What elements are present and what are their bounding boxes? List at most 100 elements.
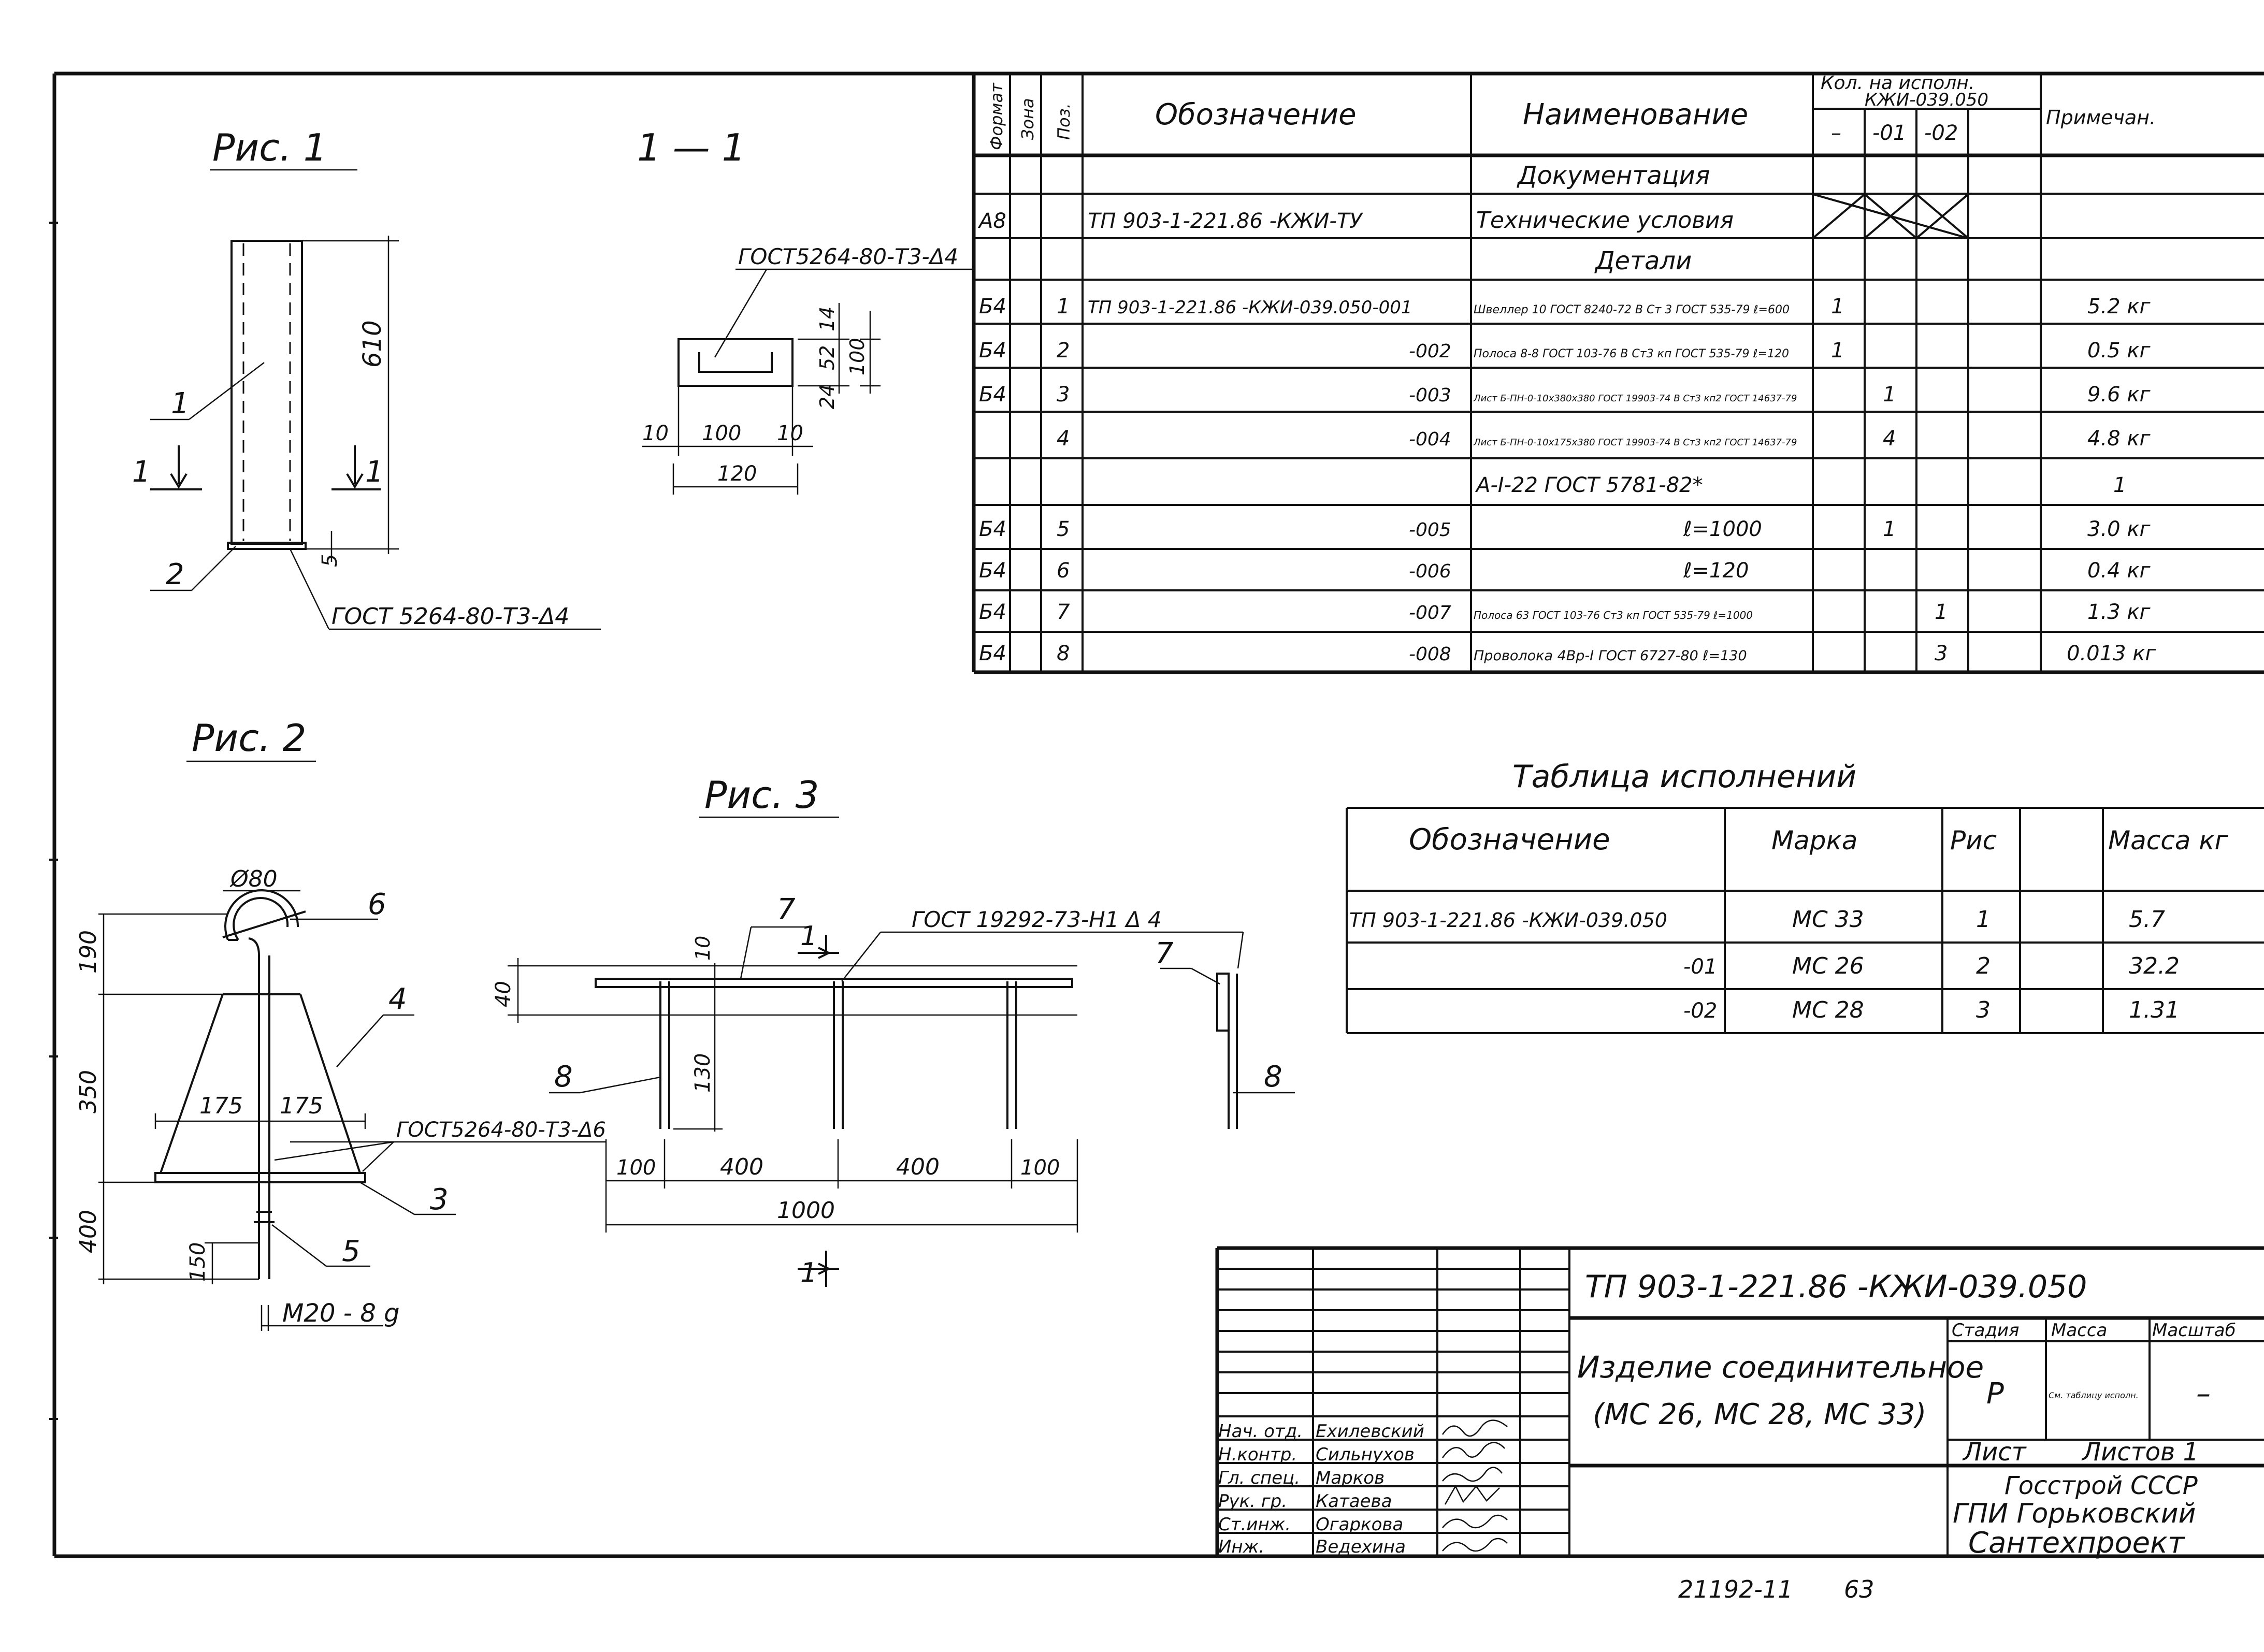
signature-role: Рук. гр. [1218, 1491, 1287, 1512]
archive-number: 21192-11 [1678, 1575, 1793, 1603]
spec-header-zone: Зона [1018, 98, 1037, 140]
spec-row-qty-02: 3 [1935, 642, 1948, 665]
spec-row-name: Полоса 8-8 ГОСТ 103-76 В Ст3 кп ГОСТ 535… [1474, 347, 1789, 360]
signature-name: Сильнухов [1316, 1444, 1415, 1465]
section-title: 1 — 1 [637, 126, 745, 169]
fig1-pos-2: 2 [166, 558, 184, 591]
spec-row-name: А-I-22 ГОСТ 5781-82* [1475, 473, 1703, 497]
fig3-weld-note: ГОСТ 19292-73-Н1 Δ 4 [912, 907, 1162, 932]
fig3-side-pos-8: 8 [1264, 1060, 1282, 1094]
spec-row-pos: 5 [1057, 517, 1070, 541]
fig1-weld-note: ГОСТ 5264-80-Т3-Δ4 [331, 603, 569, 630]
spec-row-format: Б4 [979, 642, 1006, 665]
variants-title: Таблица исполнений [1512, 759, 1856, 795]
fig3-dim-10: 10 [691, 936, 714, 961]
fig3-dim-100-right: 100 [1020, 1156, 1060, 1180]
fig3-pos-8: 8 [554, 1060, 573, 1094]
figure-1: Рис. 1 610 5 1 2 1 1 ГОСТ 5264-80-Т3-Δ4 [132, 126, 601, 630]
fig1-dim-gap: 5 [318, 554, 342, 567]
spec-row: Б4 6 -006 ℓ=120 0.4 кг [979, 559, 2151, 583]
variants-row-designation: -02 [1683, 999, 1717, 1023]
variants-row-fig: 3 [1976, 997, 1991, 1023]
spec-row-format: Б4 [979, 383, 1006, 407]
signature-row: Ст.инж. Огаркова [1218, 1514, 1403, 1535]
spec-row-name: Полоса 63 ГОСТ 103-76 Ст3 кп ГОСТ 535-79… [1474, 609, 1753, 621]
title-stage-label: Стадия [1952, 1320, 2019, 1341]
fig1-dim-height: 610 [358, 320, 387, 368]
spec-header-qty-title: Кол. на исполн. [1821, 73, 1974, 94]
spec-header-pos: Поз. [1054, 103, 1074, 140]
variants-row-mass: 32.2 [2129, 953, 2180, 979]
spec-row-designation: -004 [1409, 429, 1451, 450]
signature-name: Огаркова [1316, 1514, 1403, 1535]
variants-row: -01 МС 26 2 32.2 [1683, 953, 2180, 979]
variants-row-mark: МС 26 [1792, 953, 1864, 979]
spec-row-note: 5.2 кг [2087, 295, 2151, 318]
spec-row-qty-01: 4 [1883, 427, 1896, 451]
spec-row-note: 0.5 кг [2087, 339, 2151, 363]
signature-name: Катаева [1316, 1491, 1392, 1512]
fig2-weld-note: ГОСТ5264-80-Т3-Δ6 [396, 1118, 606, 1142]
spec-row-format: Б4 [979, 559, 1006, 583]
spec-row-designation: -007 [1409, 602, 1451, 624]
variants-header-mass: Масса кг [2108, 825, 2228, 856]
spec-row-name: Технические условия [1476, 207, 1734, 234]
page-number: 63 [1844, 1575, 1874, 1603]
spec-row-name: Лист Б-ПН-0-10х380х380 ГОСТ 19903-74 В С… [1473, 393, 1797, 404]
spec-row-designation: ТП 903-1-221.86 -КЖИ-ТУ [1088, 209, 1363, 233]
fig3-cut-bottom: 1 [800, 1257, 817, 1288]
fig3-title: Рис. 3 [704, 773, 819, 817]
signature-name: Ехилевский [1316, 1421, 1424, 1442]
spec-header-qty-dash: – [1831, 121, 1841, 145]
spec-row-note: 1 [2113, 473, 2126, 497]
title-scale-label: Масштаб [2152, 1320, 2236, 1341]
spec-row-designation: -006 [1409, 561, 1451, 582]
spec-row-note: 1.3 кг [2087, 600, 2151, 624]
title-mass-label: Масса [2051, 1320, 2107, 1341]
fig2-pos-5: 5 [342, 1235, 360, 1268]
spec-row-note: 0.013 кг [2067, 642, 2156, 665]
fig3-cut-top: 1 [800, 921, 817, 952]
spec-row-qty-01: 1 [1883, 383, 1896, 407]
fig3-side-pos-7: 7 [1155, 937, 1174, 970]
fig2-pos-3: 3 [430, 1183, 449, 1216]
spec-header-note: Примечан. [2046, 106, 2156, 129]
title-block: ТП 903-1-221.86 -КЖИ-039.050 Изделие сое… [1215, 1246, 2264, 1560]
signature-row: Нач. отд. Ехилевский [1218, 1421, 1424, 1442]
variants-row-mark: МС 28 [1792, 997, 1864, 1023]
handwritten-signatures [1441, 1419, 1508, 1552]
sheet-footer: 21192-11 63 [1678, 1575, 1874, 1603]
spec-row-note: 9.6 кг [2087, 383, 2151, 407]
spec-row-name: Детали [1594, 247, 1692, 276]
section-dim-24: 24 [816, 384, 839, 409]
signature-row: Инж. Ведехина [1218, 1537, 1406, 1557]
variants-row-mass: 1.31 [2129, 997, 2180, 1023]
signature-role: Гл. спец. [1218, 1468, 1300, 1488]
spec-row-name: ℓ=1000 [1683, 517, 1762, 541]
spec-row: Б4 3 -003 Лист Б-ПН-0-10х380х380 ГОСТ 19… [979, 383, 2151, 407]
spec-row-pos: 3 [1057, 383, 1070, 407]
figure-2: Рис. 2 Ø80 6 4 3 5 190 350 4 [75, 716, 606, 1331]
fig2-thread: М20 - 8 g [282, 1299, 400, 1328]
fig3-dim-1000: 1000 [777, 1197, 835, 1224]
spec-row-note: 3.0 кг [2087, 517, 2151, 541]
fig2-pos-6: 6 [368, 888, 386, 921]
section-dim-100: 100 [702, 422, 741, 445]
spec-row-pos: 6 [1057, 559, 1070, 583]
fig3-pos-7: 7 [777, 893, 796, 926]
fig1-cut-right: 1 [365, 455, 384, 489]
spec-row: 4 -004 Лист Б-ПН-0-10х175х380 ГОСТ 19903… [1057, 427, 2151, 451]
spec-row-qty-base: 1 [1831, 339, 1844, 363]
spec-row-pos: 8 [1057, 642, 1070, 665]
variants-header-fig: Рис [1950, 825, 1997, 856]
variants-row-designation: ТП 903-1-221.86 -КЖИ-039.050 [1349, 909, 1667, 932]
signature-name: Ведехина [1316, 1537, 1406, 1557]
spec-header-name: Наименование [1523, 98, 1748, 132]
variants-row-fig: 1 [1976, 906, 1991, 933]
variants-header-mark: Марка [1771, 825, 1857, 856]
section-dim-120: 120 [717, 462, 757, 486]
section-dim-100-vertical: 100 [846, 338, 869, 375]
figure-3: Рис. 3 40 10 130 7 8 1 1 ГОСТ 19292-73 [492, 773, 1295, 1288]
section-dim-10-left: 10 [642, 422, 669, 445]
